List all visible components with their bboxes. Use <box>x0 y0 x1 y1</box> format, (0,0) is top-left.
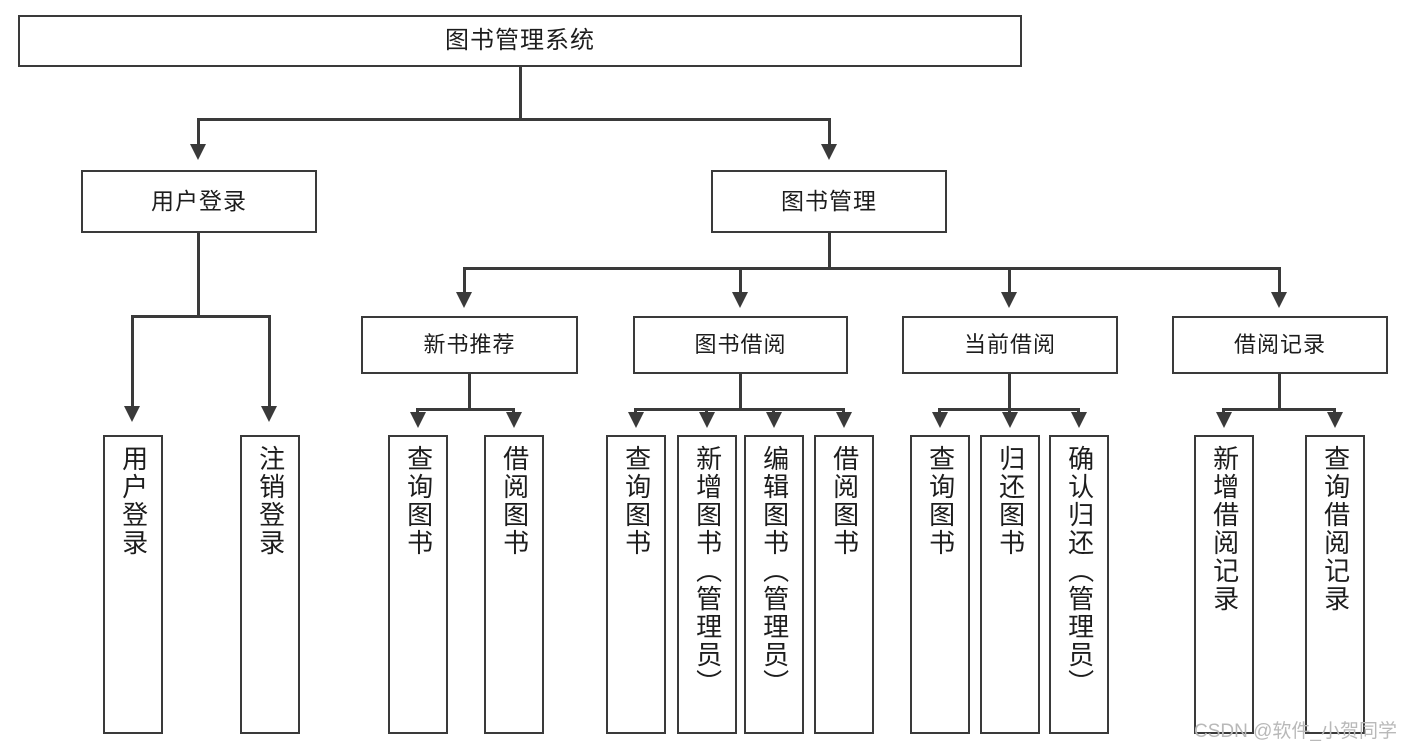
leaf-user-login-logout[interactable]: 注销登录 <box>240 435 300 734</box>
connector-book-borrow-stem <box>739 374 742 408</box>
arrowhead-to-current-borrow <box>1001 292 1017 308</box>
node-label: 图书管理系统 <box>445 26 595 54</box>
node-label: 确认归还（管理员） <box>1064 445 1095 697</box>
leaf-book-borrow-query[interactable]: 查询图书 <box>606 435 666 734</box>
node-label: 图书借阅 <box>694 332 787 358</box>
arrowhead-current-borrow-leaf1 <box>932 412 948 428</box>
connector-user-login-leaf1 <box>131 315 134 408</box>
leaf-user-login-login[interactable]: 用户登录 <box>103 435 163 734</box>
leaf-book-borrow-borrow[interactable]: 借阅图书 <box>814 435 874 734</box>
node-label: 借阅图书 <box>829 445 860 557</box>
connector-book-borrow-leaf1 <box>634 408 637 414</box>
node-label: 新增图书（管理员） <box>692 445 723 697</box>
arrowhead-book-borrow-leaf4 <box>836 412 852 428</box>
node-label: 借阅图书 <box>499 445 530 557</box>
node-label: 新增借阅记录 <box>1209 445 1240 613</box>
connector-book-borrow-leaf3 <box>772 408 775 414</box>
connector-to-new-book-recommend <box>463 267 466 294</box>
connector-borrow-record-leaf2 <box>1333 408 1336 414</box>
connector-current-borrow-leaf2 <box>1008 408 1011 414</box>
connector-to-current-borrow <box>1008 267 1011 294</box>
arrowhead-book-borrow-leaf2 <box>699 412 715 428</box>
connector-borrow-record-bus <box>1222 408 1336 411</box>
node-borrow-record[interactable]: 借阅记录 <box>1172 316 1388 374</box>
node-label: 用户登录 <box>151 187 247 214</box>
connector-to-book-management <box>828 118 831 146</box>
arrowhead-current-borrow-leaf3 <box>1071 412 1087 428</box>
node-label: 归还图书 <box>995 445 1026 557</box>
connector-new-book-stem <box>468 374 471 408</box>
arrowhead-borrow-record-leaf2 <box>1327 412 1343 428</box>
connector-user-login-leaf2 <box>268 315 271 408</box>
node-label: 用户登录 <box>118 445 149 557</box>
connector-new-book-leaf1 <box>416 408 419 414</box>
connector-book-borrow-leaf2 <box>705 408 708 414</box>
arrowhead-to-new-book-recommend <box>456 292 472 308</box>
leaf-current-borrow-query[interactable]: 查询图书 <box>910 435 970 734</box>
node-label: 新书推荐 <box>423 332 516 358</box>
leaf-current-borrow-confirm-return[interactable]: 确认归还（管理员） <box>1049 435 1109 734</box>
leaf-book-borrow-edit[interactable]: 编辑图书（管理员） <box>744 435 804 734</box>
node-user-login[interactable]: 用户登录 <box>81 170 317 233</box>
connector-to-user-login <box>197 118 200 146</box>
node-label: 查询图书 <box>403 445 434 557</box>
connector-new-book-leaf2 <box>512 408 515 414</box>
node-label: 编辑图书（管理员） <box>759 445 790 697</box>
leaf-current-borrow-return[interactable]: 归还图书 <box>980 435 1040 734</box>
node-label: 查询图书 <box>925 445 956 557</box>
node-label: 注销登录 <box>255 445 286 557</box>
node-root-book-management-system[interactable]: 图书管理系统 <box>18 15 1022 67</box>
connector-current-borrow-leaf1 <box>938 408 941 414</box>
arrowhead-new-book-leaf2 <box>506 412 522 428</box>
connector-new-book-bus <box>416 408 515 411</box>
node-book-borrow[interactable]: 图书借阅 <box>633 316 848 374</box>
arrowhead-new-book-leaf1 <box>410 412 426 428</box>
node-label: 借阅记录 <box>1233 332 1326 358</box>
arrowhead-to-book-management <box>821 144 837 160</box>
node-label: 图书管理 <box>781 187 877 214</box>
arrowhead-book-borrow-leaf3 <box>766 412 782 428</box>
node-current-borrow[interactable]: 当前借阅 <box>902 316 1118 374</box>
connector-borrow-record-stem <box>1278 374 1281 408</box>
arrowhead-to-borrow-record <box>1271 292 1287 308</box>
node-label: 查询借阅记录 <box>1320 445 1351 613</box>
leaf-borrow-record-add[interactable]: 新增借阅记录 <box>1194 435 1254 734</box>
connector-root-stem <box>519 67 522 118</box>
connector-to-borrow-record <box>1278 267 1281 294</box>
leaf-new-book-borrow[interactable]: 借阅图书 <box>484 435 544 734</box>
connector-current-borrow-stem <box>1008 374 1011 408</box>
arrowhead-to-book-borrow <box>732 292 748 308</box>
arrowhead-to-user-login <box>190 144 206 160</box>
connector-user-login-stem <box>197 233 200 315</box>
arrowhead-user-login-leaf2 <box>261 406 277 422</box>
connector-root-bus <box>197 118 831 121</box>
node-label: 当前借阅 <box>963 332 1056 358</box>
node-new-book-recommend[interactable]: 新书推荐 <box>361 316 578 374</box>
arrowhead-book-borrow-leaf1 <box>628 412 644 428</box>
connector-to-book-borrow <box>739 267 742 294</box>
node-book-management[interactable]: 图书管理 <box>711 170 947 233</box>
connector-book-mgmt-stem <box>828 233 831 267</box>
arrowhead-borrow-record-leaf1 <box>1216 412 1232 428</box>
connector-book-borrow-bus <box>634 408 845 411</box>
leaf-book-borrow-add[interactable]: 新增图书（管理员） <box>677 435 737 734</box>
node-label: 查询图书 <box>621 445 652 557</box>
connector-borrow-record-leaf1 <box>1222 408 1225 414</box>
leaf-new-book-query[interactable]: 查询图书 <box>388 435 448 734</box>
connector-current-borrow-leaf3 <box>1077 408 1080 414</box>
arrowhead-current-borrow-leaf2 <box>1002 412 1018 428</box>
connector-user-login-bus <box>131 315 268 318</box>
leaf-borrow-record-query[interactable]: 查询借阅记录 <box>1305 435 1365 734</box>
arrowhead-user-login-leaf1 <box>124 406 140 422</box>
connector-book-borrow-leaf4 <box>842 408 845 414</box>
connector-book-mgmt-bus <box>463 267 1278 270</box>
